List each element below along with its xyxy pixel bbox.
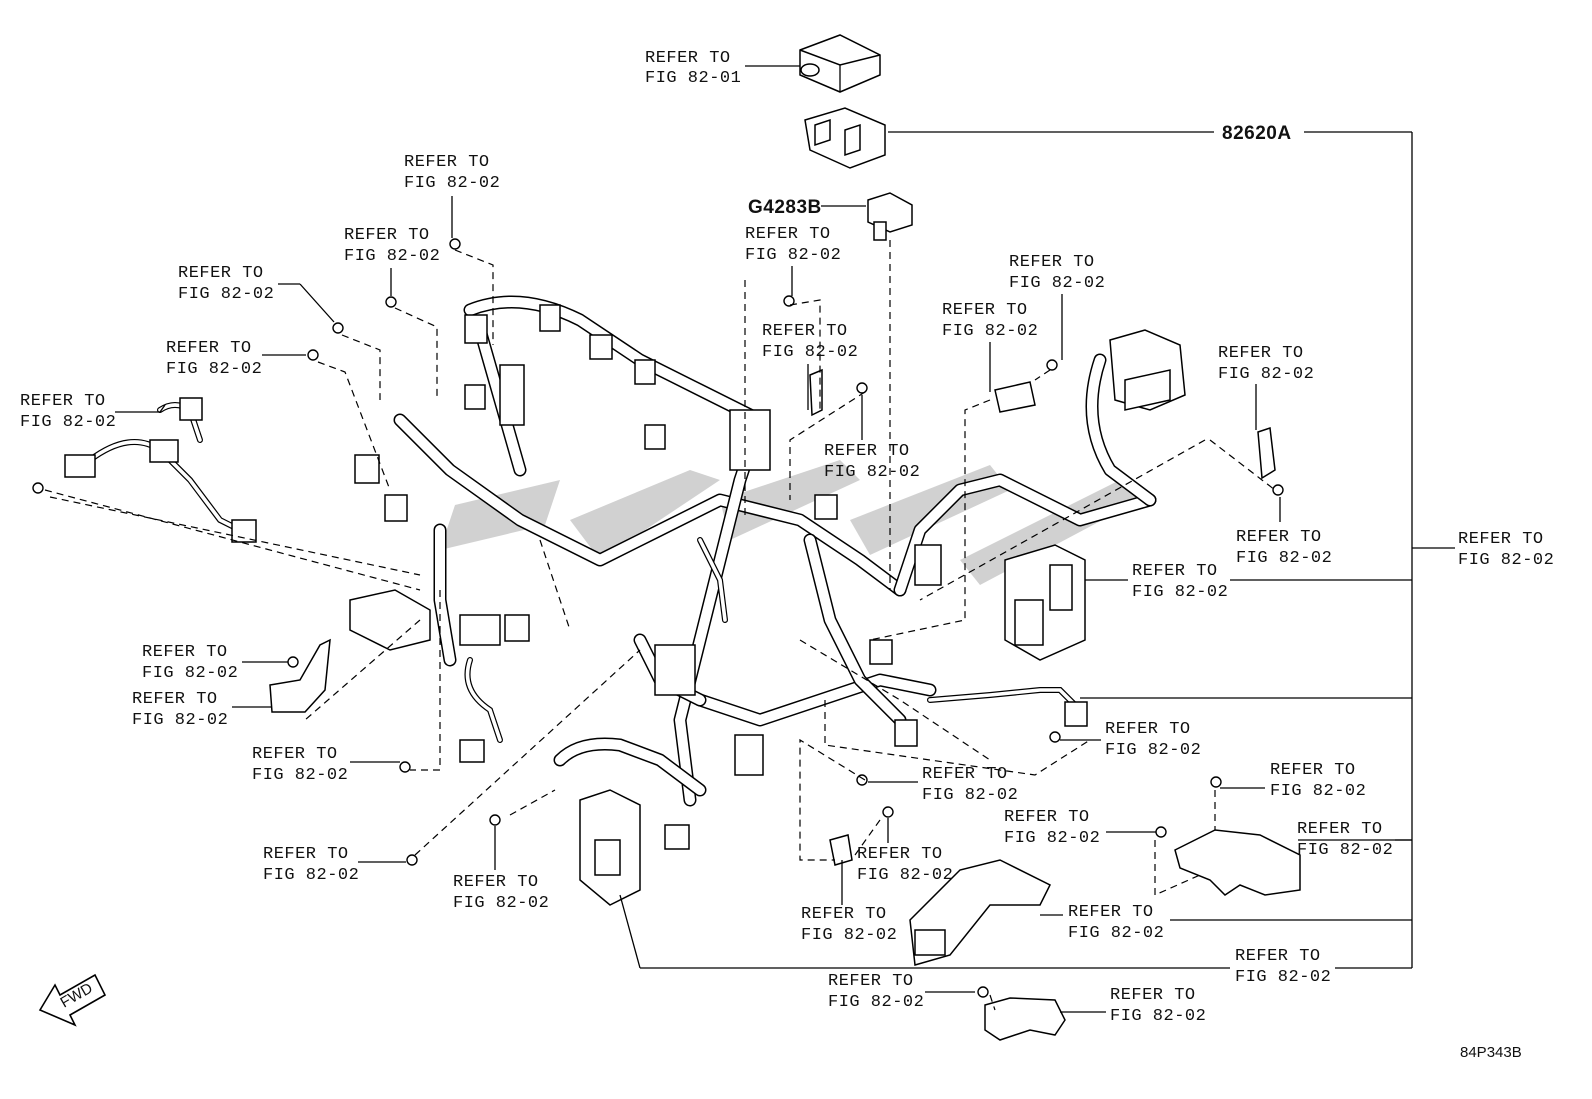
ecu-connector-left — [349, 589, 431, 651]
callout-label-line1: REFER TO — [801, 905, 887, 924]
callout-label-fig: FIG 82-02 — [263, 866, 359, 885]
bracket-bottom — [909, 859, 1052, 966]
callout-label-fig: FIG 82-02 — [1218, 365, 1314, 384]
callout-label-fig: FIG 82-02 — [252, 766, 348, 785]
part-number-g4283b: G4283B — [748, 197, 822, 218]
callout-label-fig: FIG 82-02 — [942, 322, 1038, 341]
callout-label-fig-01: FIG 82-01 — [645, 69, 741, 88]
callout-label-line1: REFER TO — [344, 226, 430, 245]
callout-label-line1: REFER TO — [178, 264, 264, 283]
callout-label-line1: REFER TO — [1132, 562, 1218, 581]
harness-connectors — [64, 304, 1088, 850]
callout-label-fig: FIG 82-02 — [922, 786, 1018, 805]
callout-label-line1: REFER TO — [1004, 808, 1090, 827]
dashed-relation-lines — [44, 240, 1276, 1011]
callout-label-line1: REFER TO — [922, 765, 1008, 784]
relay-box — [799, 34, 881, 93]
bracket-right — [1174, 829, 1301, 896]
callout-label-fig: FIG 82-02 — [828, 993, 924, 1012]
callout-label-line1: REFER TO — [132, 690, 218, 709]
connector-block-lower — [579, 789, 641, 906]
callout-label-fig: FIG 82-02 — [1009, 274, 1105, 293]
callout-label-line1: REFER TO — [1458, 530, 1544, 549]
callout-label-line1: REFER TO — [1105, 720, 1191, 739]
callout-label-fig: FIG 82-02 — [132, 711, 228, 730]
callout-label-line1: REFER TO — [1236, 528, 1322, 547]
callout-label-line1: REFER TO — [166, 339, 252, 358]
callout-label-line1: REFER TO — [1270, 761, 1356, 780]
callout-label-line1: REFER TO — [824, 442, 910, 461]
diagram-code: 84P343B — [1460, 1044, 1522, 1061]
callout-label-fig: FIG 82-02 — [1110, 1007, 1206, 1026]
callout-label-fig: FIG 82-02 — [1105, 741, 1201, 760]
callout-label-line1: REFER TO — [404, 153, 490, 172]
callout-label-line1: REFER TO — [645, 49, 731, 68]
callout-label-line1: REFER TO — [453, 873, 539, 892]
junction-block — [1004, 544, 1086, 661]
callout-label-fig: FIG 82-02 — [824, 463, 920, 482]
callout-label-fig: FIG 82-02 — [1236, 549, 1332, 568]
callout-labels: REFER TO FIG 82-01 82620A G4283B REFER T… — [20, 49, 1554, 1026]
callout-label-fig: FIG 82-02 — [178, 285, 274, 304]
callout-label-line1: REFER TO — [857, 845, 943, 864]
callout-label-fig: FIG 82-02 — [166, 360, 262, 379]
callout-label-line1: REFER TO — [252, 745, 338, 764]
clip-mid-right — [994, 381, 1036, 413]
callout-label-fig: FIG 82-02 — [1132, 583, 1228, 602]
callout-label-fig: FIG 82-02 — [344, 247, 440, 266]
callout-label-line1: REFER TO — [1068, 903, 1154, 922]
callout-label-fig: FIG 82-02 — [1004, 829, 1100, 848]
clip-upper — [809, 368, 823, 417]
bracket-left — [269, 638, 331, 713]
callout-label-fig: FIG 82-02 — [801, 926, 897, 945]
forward-direction-arrow: FWD — [38, 973, 107, 1027]
callout-label-line1: REFER TO — [1297, 820, 1383, 839]
callout-label-fig: FIG 82-02 — [1270, 782, 1366, 801]
callout-label-line1: REFER TO — [1110, 986, 1196, 1005]
callout-label-fig: FIG 82-02 — [1458, 551, 1554, 570]
callout-label-line1: REFER TO — [20, 392, 106, 411]
leader-lines — [115, 65, 1455, 1013]
callout-label-line1: REFER TO — [828, 972, 914, 991]
callout-label-fig: FIG 82-02 — [1297, 841, 1393, 860]
bracket-small-bottom — [984, 997, 1066, 1041]
main-connector-82620a-part — [804, 107, 886, 169]
callout-label-line1: REFER TO — [762, 322, 848, 341]
callout-label-line1: REFER TO — [142, 643, 228, 662]
callout-label-fig: FIG 82-02 — [142, 664, 238, 683]
callout-label-line1: REFER TO — [1218, 344, 1304, 363]
callout-label-line1: REFER TO — [745, 225, 831, 244]
callout-label-fig: FIG 82-02 — [1068, 924, 1164, 943]
bolts — [32, 238, 1284, 998]
sensor-g4283b-part — [867, 192, 913, 241]
callout-label-fig: FIG 82-02 — [762, 343, 858, 362]
callout-label-line1: REFER TO — [263, 845, 349, 864]
callout-label-fig: FIG 82-02 — [20, 413, 116, 432]
callout-label-fig: FIG 82-02 — [1235, 968, 1331, 987]
callout-label-fig: FIG 82-02 — [453, 894, 549, 913]
callout-label-fig: FIG 82-02 — [857, 866, 953, 885]
callout-label-line1: REFER TO — [1009, 253, 1095, 272]
callout-label-line1: REFER TO — [1235, 947, 1321, 966]
callout-label-fig: FIG 82-02 — [404, 174, 500, 193]
fuse-box-connector — [1109, 329, 1186, 411]
clip-bottom-center — [829, 834, 853, 866]
clamp-right — [1257, 426, 1276, 480]
callout-label-line1: REFER TO — [942, 301, 1028, 320]
part-number-82620a: 82620A — [1222, 123, 1292, 144]
callout-label-fig: FIG 82-02 — [745, 246, 841, 265]
